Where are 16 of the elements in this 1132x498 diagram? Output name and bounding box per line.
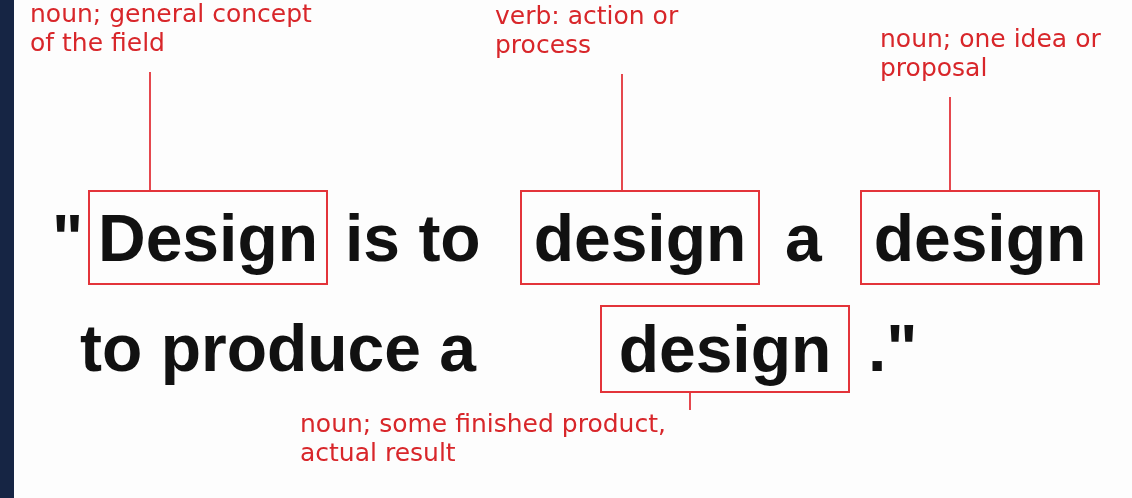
boxed-word: design <box>860 190 1100 285</box>
annotation-text: verb: action or process <box>495 2 680 60</box>
leader-line <box>149 71 151 191</box>
quote-text: a <box>785 205 822 271</box>
quote-text: is to <box>345 205 481 271</box>
boxed-word: Design <box>88 190 328 285</box>
boxed-word: design <box>600 305 850 393</box>
boxed-word: design <box>520 190 760 285</box>
leader-line <box>689 392 691 411</box>
leader-line <box>949 96 951 191</box>
annotation-text: noun; general concept of the field <box>30 0 313 58</box>
quote-text: ." <box>868 315 918 381</box>
annotation-text: noun; one idea or proposal <box>880 25 1102 83</box>
quote-text: " <box>52 205 84 271</box>
leader-line <box>621 73 623 191</box>
annotation-text: noun; some finished product, actual result <box>300 410 667 468</box>
